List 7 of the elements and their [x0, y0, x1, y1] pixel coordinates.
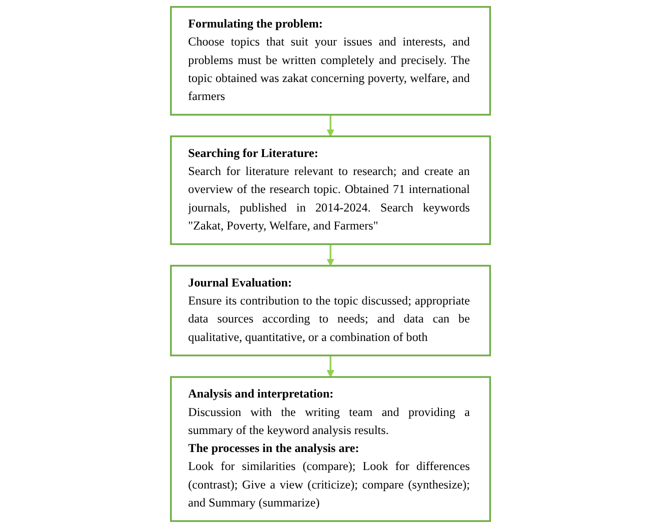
node-box: Analysis and interpretation: Discussion with the writing team and providing a summary of the keyword analysis results. The processes in the analysis are: Look for similarities (compare); Look for differences (contrast); Give a view (criticize); compare (synthesize); and Summary (summarize) — [170, 376, 491, 522]
arrow — [326, 244, 334, 266]
arrow — [326, 355, 334, 378]
node-box: Journal Evaluation: Ensure its contribution to the topic discussed; appropriate data sources according to needs; and data can be qualitative, quantitative, or a combination of both — [170, 264, 491, 356]
node-box: Formulating the problem: Choose topics that suit your issues and interests, and problems must be written completely and precisely. The topic obtained was zakat concerning poverty, welfare, and farmers — [170, 6, 491, 116]
arrow — [326, 114, 334, 137]
node-box: Searching for Literature: Search for literature relevant to research; and create an overview of the research topic. Obtained 71 international journals, published in 2014-2024. Search keywords "Zakat, Poverty, Welfare, and Farmers" — [170, 135, 491, 246]
